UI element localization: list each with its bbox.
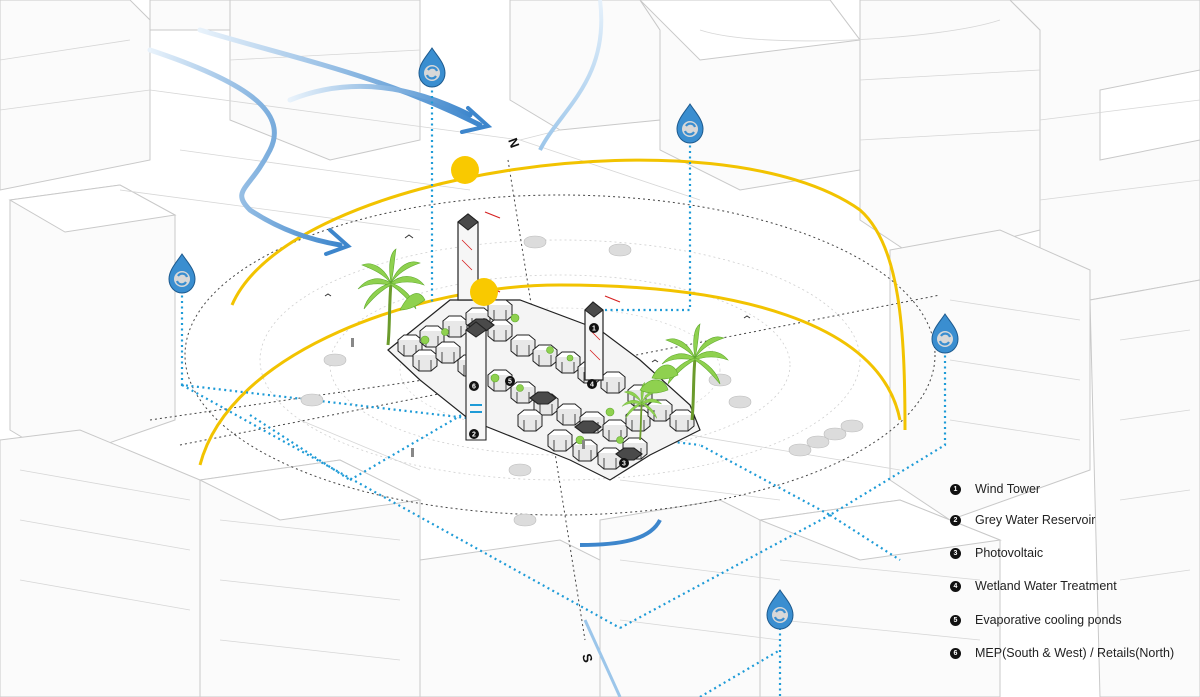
- legend-item-wetland-water-treatment: 4 Wetland Water Treatment: [946, 575, 1117, 597]
- car-icon: [323, 353, 347, 367]
- sun-icon: [451, 156, 479, 184]
- bird-icon: [324, 234, 751, 363]
- marker-1: 1: [589, 323, 599, 333]
- marker-2: 2: [469, 429, 479, 439]
- legend-item-photovoltaic: 3 Photovoltaic: [946, 542, 1043, 564]
- svg-text:3: 3: [622, 461, 626, 468]
- legend-label: MEP(South & West) / Retails(North): [975, 646, 1175, 660]
- sun-icon: [470, 278, 498, 306]
- legend-item-grey-water-reservoir: 2 Grey Water Reservoir: [946, 509, 1095, 531]
- marker-4: 4: [587, 379, 597, 389]
- legend-number: 3: [950, 547, 961, 559]
- legend-label: Photovoltaic: [975, 546, 1044, 560]
- legend-number: 5: [950, 614, 961, 626]
- legend-item-evaporative-cooling-ponds: 5 Evaporative cooling ponds: [946, 609, 1122, 631]
- marker-6: 6: [469, 381, 479, 391]
- legend-item-wind-tower: 1 Wind Tower: [946, 478, 1040, 500]
- car-icon: [508, 463, 532, 477]
- legend-item-mep-retails: 6 MEP(South & West) / Retails(North): [946, 642, 1174, 664]
- water-drop-recycle-icon: [417, 46, 447, 89]
- legend-label: Evaporative cooling ponds: [975, 613, 1122, 627]
- car-icon: [840, 419, 864, 433]
- legend-number: 2: [950, 514, 961, 526]
- legend-number: 6: [950, 647, 961, 659]
- component-markers: 1 2 3 4 5 6: [469, 323, 629, 468]
- svg-text:4: 4: [590, 382, 594, 389]
- legend-number: 4: [950, 580, 961, 592]
- car-icon: [788, 443, 812, 457]
- svg-text:6: 6: [472, 384, 476, 391]
- car-icon: [708, 373, 732, 387]
- car-icon: [523, 235, 547, 249]
- car-icon: [728, 395, 752, 409]
- car-icon: [513, 513, 537, 527]
- legend-label: Wetland Water Treatment: [975, 579, 1117, 593]
- marker-5: 5: [505, 376, 515, 386]
- shrubs: [399, 293, 679, 394]
- compass-south-label: S: [579, 652, 596, 665]
- water-network-lines: [180, 85, 947, 697]
- svg-text:5: 5: [508, 379, 512, 386]
- legend-number: 1: [950, 483, 961, 495]
- marker-3: 3: [619, 458, 629, 468]
- reservoir-column: [465, 321, 487, 441]
- svg-text:1: 1: [592, 326, 596, 333]
- legend-label: Grey Water Reservoir: [975, 513, 1096, 527]
- car-icon: [300, 393, 324, 407]
- wind-tower-east: [584, 301, 604, 381]
- wind-flow-arrows: [147, 27, 493, 256]
- legend-label: Wind Tower: [975, 482, 1041, 496]
- person-icon: [351, 338, 585, 457]
- svg-text:2: 2: [472, 432, 476, 439]
- car-icon: [608, 243, 632, 257]
- sun-path-orbits: [198, 158, 907, 466]
- wind-tower-tall: [457, 213, 479, 301]
